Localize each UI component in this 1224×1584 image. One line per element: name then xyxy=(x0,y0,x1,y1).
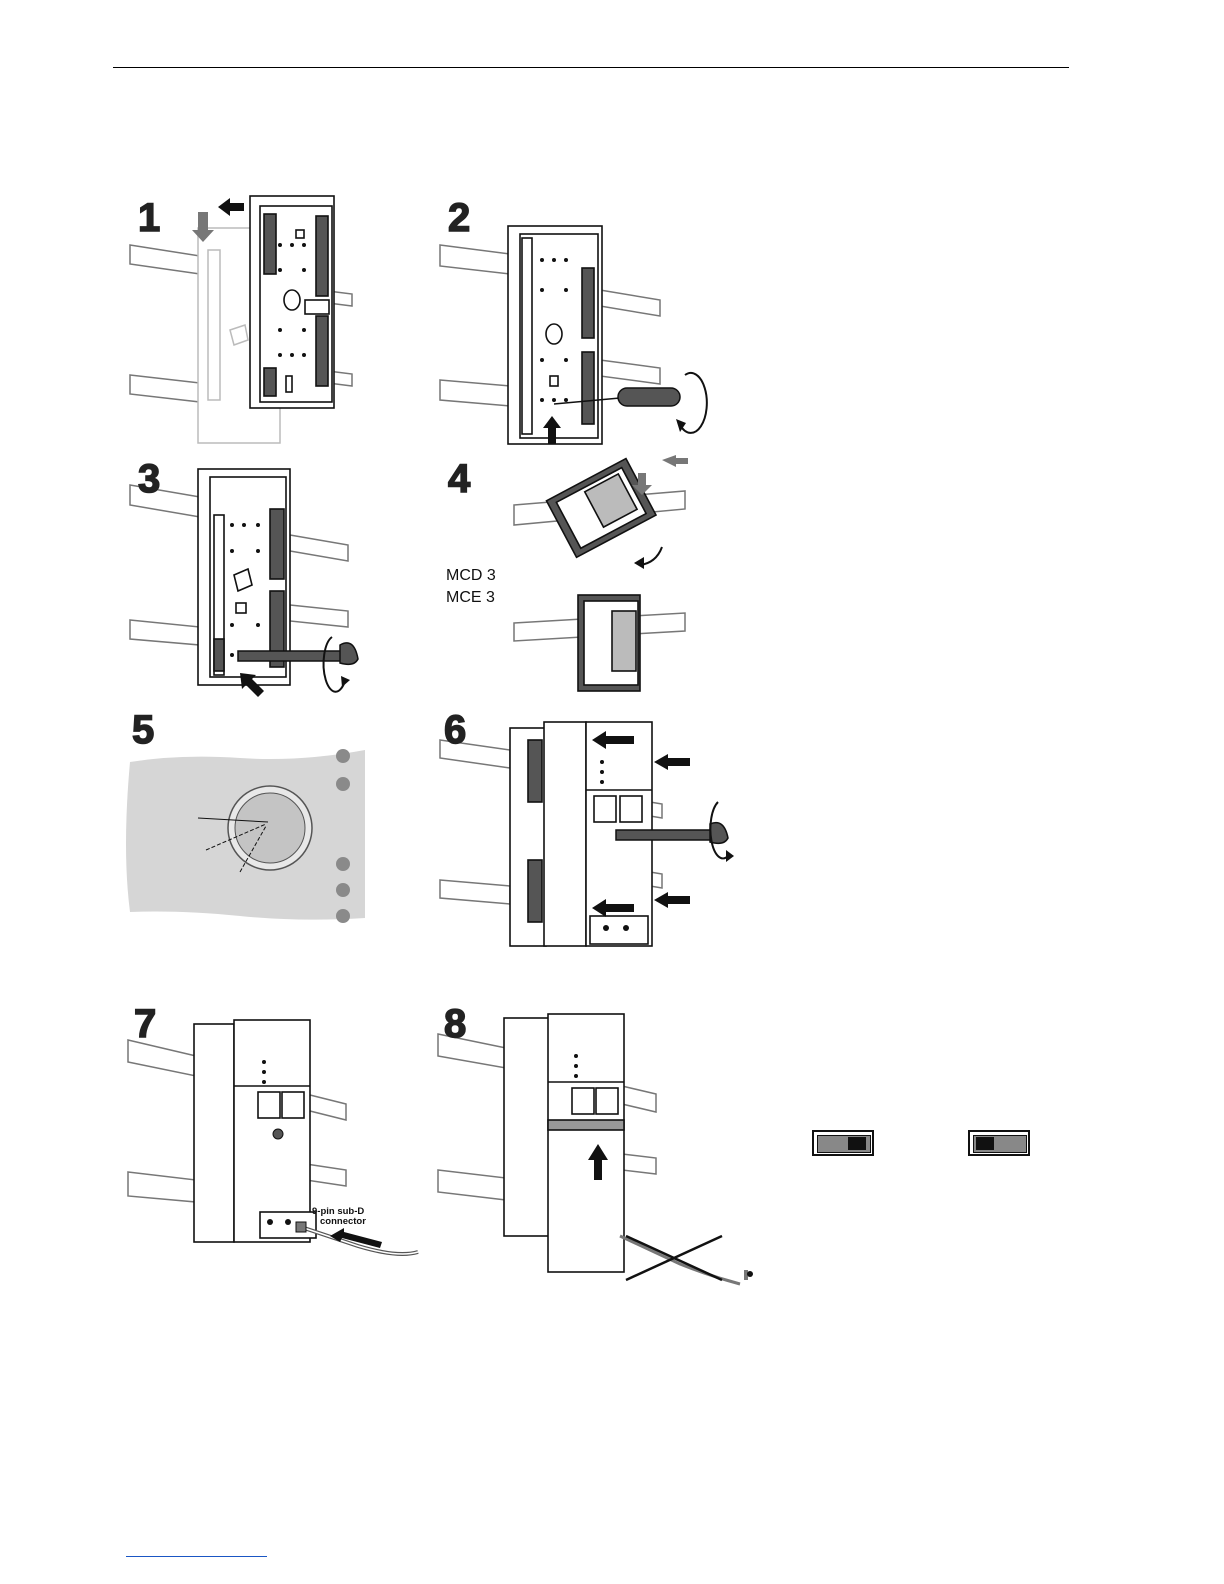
step-number-7: 7 xyxy=(134,1004,155,1044)
switch-knob xyxy=(848,1137,866,1150)
switch-right xyxy=(812,1130,874,1156)
step-7-panel: 7 9-pin sub-D connector xyxy=(120,1000,420,1260)
small-led-icon xyxy=(744,1270,753,1280)
step-8-panel: 8 xyxy=(430,1000,760,1290)
model-label-mce3: MCE 3 xyxy=(446,587,495,609)
step-number-6: 6 xyxy=(444,710,465,750)
step-3-panel: 3 xyxy=(120,455,370,705)
step-5-panel: 5 xyxy=(120,710,380,930)
step-number-1: 1 xyxy=(138,198,159,238)
step-4-panel: 4 MCD 3 MCE 3 xyxy=(430,455,720,705)
step-5-illustration xyxy=(120,710,380,930)
switch-knob xyxy=(976,1137,994,1150)
footer-link-underline[interactable] xyxy=(126,1556,267,1557)
step-number-4: 4 xyxy=(448,459,469,499)
step-number-3: 3 xyxy=(138,459,159,499)
step-1-panel: 1 xyxy=(120,190,360,450)
step-6-illustration xyxy=(430,710,740,950)
switch-left xyxy=(968,1130,1030,1156)
step-number-5: 5 xyxy=(132,710,153,750)
step-2-panel: 2 xyxy=(430,190,720,450)
step-number-8: 8 xyxy=(444,1004,465,1044)
step-6-panel: 6 xyxy=(430,710,740,950)
step-7-illustration: 9-pin sub-D connector xyxy=(120,1000,420,1260)
header-rule xyxy=(113,67,1069,68)
connector-label-line2: connector xyxy=(320,1216,366,1227)
step-2-illustration xyxy=(430,190,720,450)
model-label-mcd3: MCD 3 xyxy=(446,565,496,587)
step-8-illustration xyxy=(430,1000,760,1290)
step-number-2: 2 xyxy=(448,198,469,238)
